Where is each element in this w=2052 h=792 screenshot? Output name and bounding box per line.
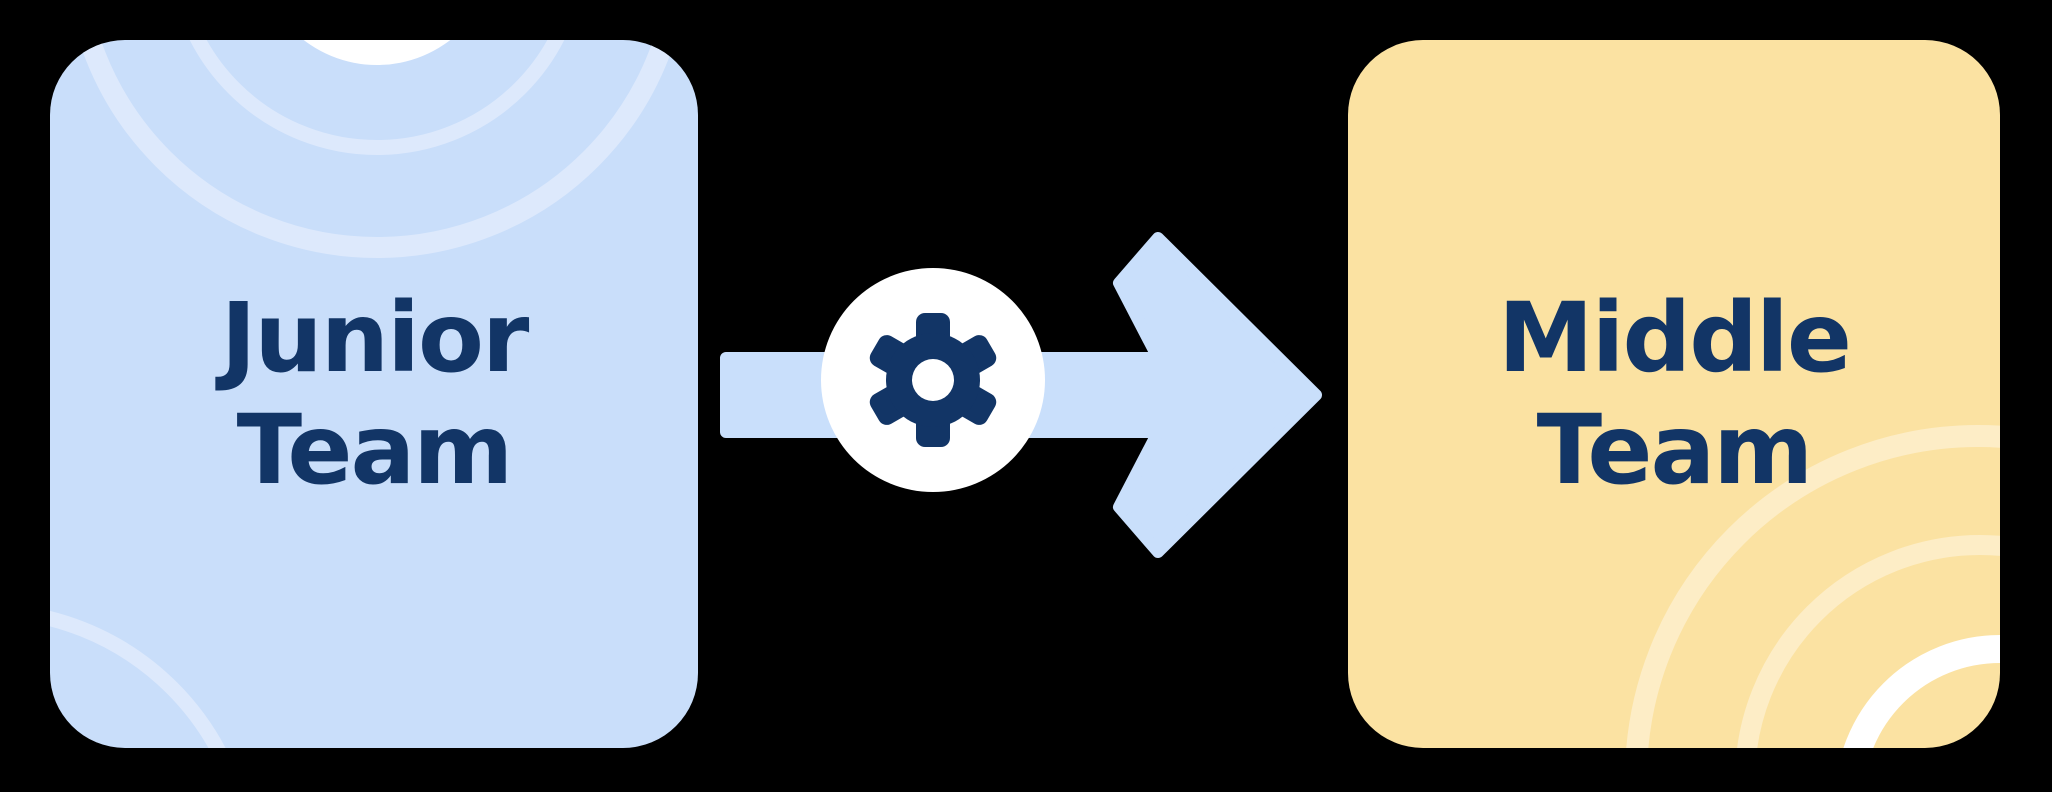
decorative-ring [50,603,257,748]
middle-team-label-line1: Middle [1498,282,1852,394]
junior-team-box: Junior Team [50,40,698,748]
junior-team-label-line2: Team [236,394,514,506]
middle-team-label: Middle Team [1498,282,1852,506]
middle-team-label-line2: Team [1536,394,1814,506]
flow-connector [720,232,1322,558]
middle-team-box: Middle Team [1348,40,2000,748]
junior-team-label-line1: Junior [220,282,530,394]
junior-team-label: Junior Team [220,282,530,506]
gear-icon [869,313,997,447]
